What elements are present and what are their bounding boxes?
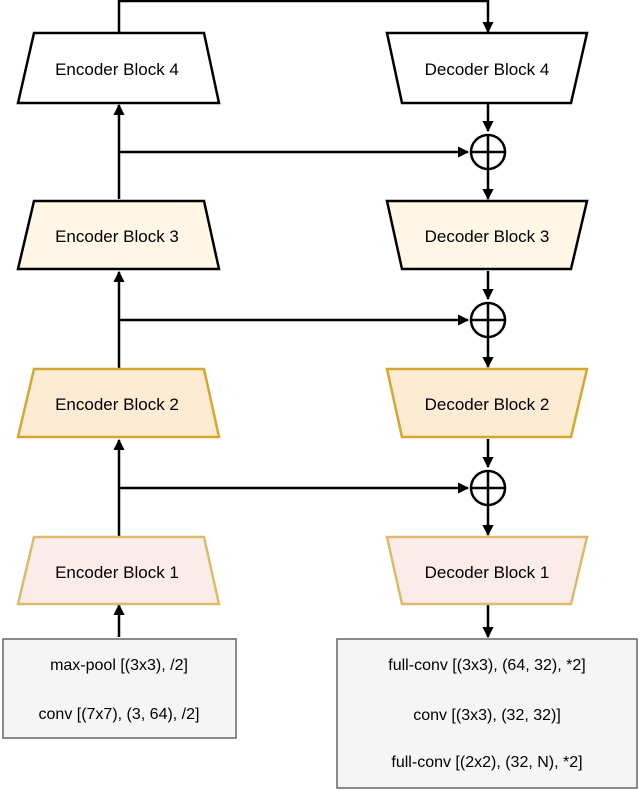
output-layers-box: full-conv [(3x3), (64, 32), *2] conv [(3… <box>336 638 638 789</box>
sum-node-1 <box>469 133 507 171</box>
input-layer-maxpool: max-pool [(3x3), /2] <box>50 657 188 674</box>
sum-node-2 <box>469 301 507 339</box>
encoder-block-3-label: Encoder Block 3 <box>55 227 179 246</box>
input-layer-conv: conv [(7x7), (3, 64), /2] <box>39 706 200 723</box>
decoder-block-2-label: Decoder Block 2 <box>425 395 550 414</box>
decoder-block-2: Decoder Block 2 <box>385 367 589 439</box>
decoder-block-1-label: Decoder Block 1 <box>425 563 550 582</box>
encoder-block-1-label: Encoder Block 1 <box>55 563 179 582</box>
output-layer-fullconv-2: full-conv [(2x2), (32, N), *2] <box>391 754 582 771</box>
decoder-block-3: Decoder Block 3 <box>385 199 589 271</box>
edge-enc4-to-dec4 <box>117 0 494 34</box>
decoder-block-4: Decoder Block 4 <box>385 31 589 105</box>
input-layers-box: max-pool [(3x3), /2] conv [(7x7), (3, 64… <box>2 638 237 739</box>
encoder-block-2: Encoder Block 2 <box>16 367 221 439</box>
decoder-block-3-label: Decoder Block 3 <box>425 227 550 246</box>
encoder-block-4: Encoder Block 4 <box>16 31 221 105</box>
encoder-block-2-label: Encoder Block 2 <box>55 395 179 414</box>
encoder-block-4-label: Encoder Block 4 <box>55 60 179 79</box>
output-layer-fullconv-1: full-conv [(3x3), (64, 32), *2] <box>388 657 585 674</box>
sum-node-3 <box>469 469 507 507</box>
encoder-block-1: Encoder Block 1 <box>16 535 221 606</box>
output-layer-conv: conv [(3x3), (32, 32)] <box>413 707 561 724</box>
decoder-block-4-label: Decoder Block 4 <box>425 60 550 79</box>
encoder-block-3: Encoder Block 3 <box>16 199 221 271</box>
decoder-block-1: Decoder Block 1 <box>385 535 589 606</box>
